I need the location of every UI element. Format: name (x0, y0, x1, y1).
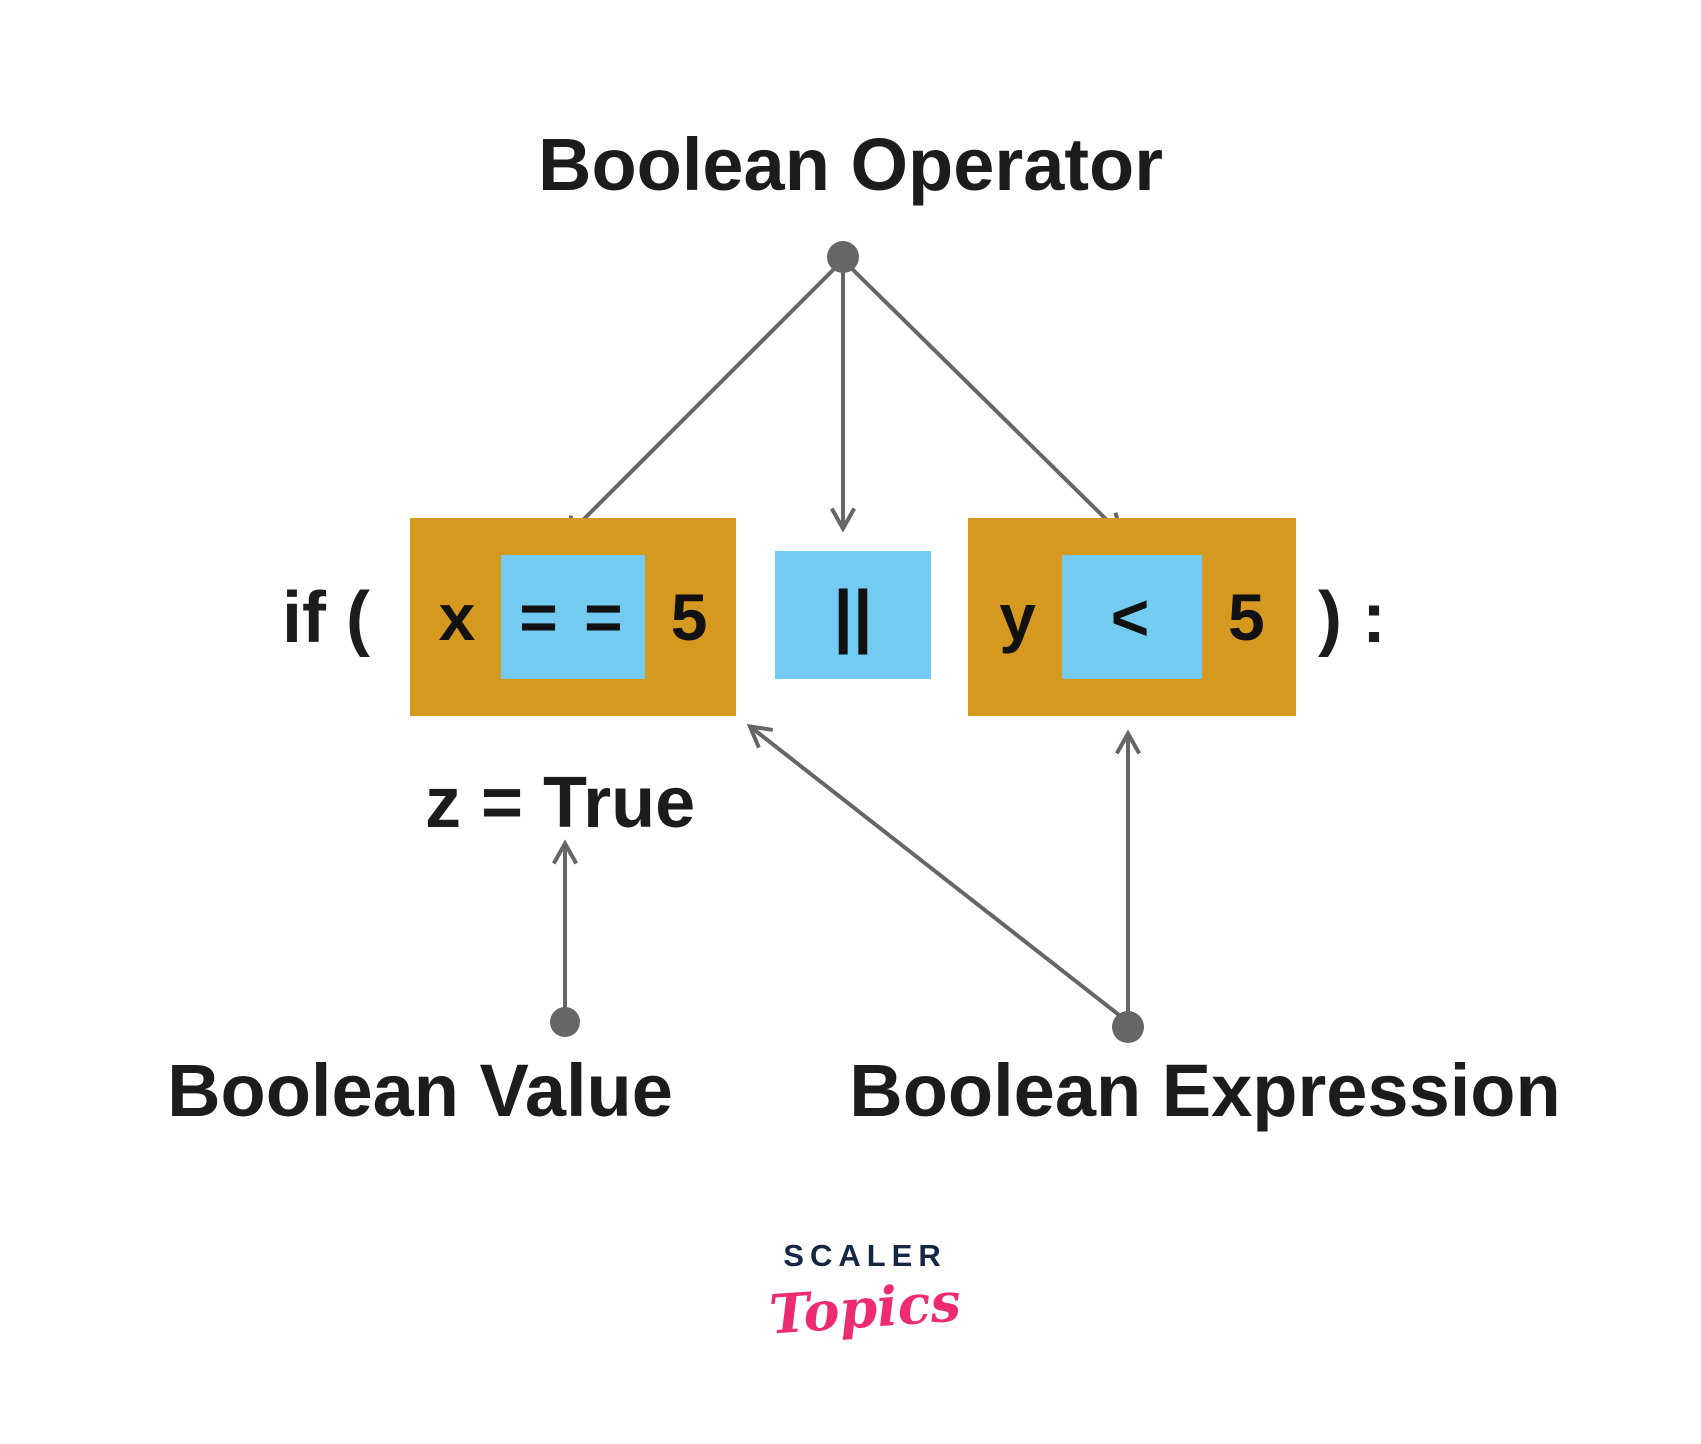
arrow-expression-to-left-box (746, 723, 1130, 1024)
right-operator-highlight: < (1062, 555, 1202, 679)
boolean-operator-symbol: || (833, 576, 873, 654)
right-number: 5 (1228, 580, 1265, 654)
logo-scaler-text: SCALER (783, 1238, 947, 1273)
code-if-prefix: if ( (282, 578, 370, 658)
expression-node-dot (1112, 1011, 1144, 1043)
right-variable: y (999, 580, 1036, 654)
scaler-topics-logo: SCALER Topics (700, 1238, 1030, 1347)
arrow-operator-to-left-op (562, 258, 845, 541)
boolean-operator-box: || (775, 551, 931, 679)
right-expression-box: y < 5 (968, 518, 1296, 716)
code-suffix: ) : (1318, 578, 1386, 658)
assignment-text: z = True (425, 763, 696, 843)
diagram-title: Boolean Operator (538, 123, 1163, 206)
left-variable: x (438, 580, 476, 654)
value-node-dot (550, 1007, 580, 1037)
left-operator: = = (519, 580, 627, 654)
left-operator-highlight: = = (501, 555, 645, 679)
right-operator: < (1110, 580, 1154, 654)
boolean-value-label: Boolean Value (167, 1049, 673, 1132)
boolean-expression-label: Boolean Expression (849, 1049, 1561, 1132)
operator-node-dot (827, 241, 859, 273)
logo-topics-text: Topics (767, 1269, 963, 1347)
arrow-operator-to-right-op (841, 258, 1125, 538)
left-number: 5 (670, 580, 708, 654)
left-expression-box: x = = 5 (410, 518, 736, 716)
